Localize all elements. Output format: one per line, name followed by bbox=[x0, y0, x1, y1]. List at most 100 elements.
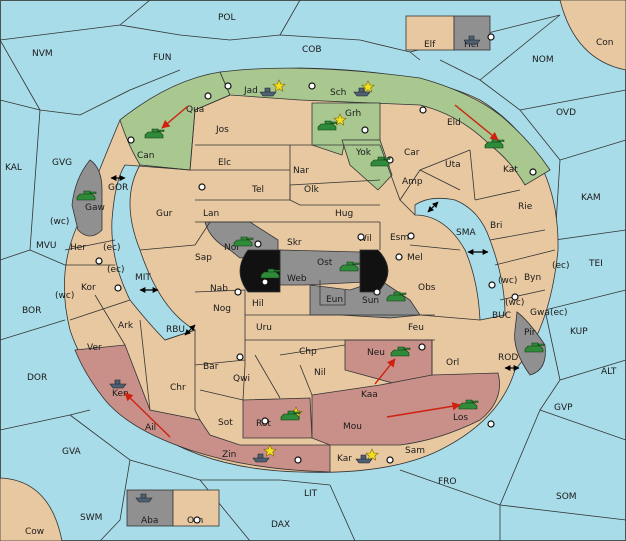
label-orl: Orl bbox=[446, 358, 459, 368]
label-kat: Kat bbox=[503, 165, 518, 175]
label-ail: Ail bbox=[145, 423, 156, 433]
label-zin: Zin bbox=[222, 450, 236, 460]
supply-center-icon bbox=[95, 257, 103, 265]
label-grh: Grh bbox=[345, 109, 361, 119]
supply-center-icon bbox=[193, 516, 201, 524]
move-order-arrow bbox=[386, 402, 461, 418]
fleet-icon bbox=[109, 35, 481, 503]
label-gaw: Gaw bbox=[85, 203, 105, 213]
label-amp: Amp bbox=[402, 177, 423, 187]
label-can: Can bbox=[137, 151, 155, 161]
label-gwa-wc: (wc) bbox=[505, 298, 524, 308]
label-feu: Feu bbox=[408, 323, 424, 333]
label-wil: Wil bbox=[358, 234, 372, 244]
supply-center-icon bbox=[407, 232, 415, 240]
label-nor: Nor bbox=[224, 243, 240, 253]
label-nab: Nab bbox=[210, 284, 228, 294]
label-nog: Nog bbox=[213, 304, 231, 314]
move-order-arrow bbox=[124, 392, 171, 438]
label-gur: Gur bbox=[156, 209, 173, 219]
move-order-arrow bbox=[454, 104, 499, 141]
label-qua: Qua bbox=[186, 105, 204, 115]
label-sam: Sam bbox=[405, 446, 425, 456]
label-web: Web bbox=[287, 274, 307, 284]
label-bor: BOR bbox=[22, 306, 41, 316]
units bbox=[76, 35, 545, 503]
island-elf-hel[interactable] bbox=[405, 15, 491, 51]
label-hug: Hug bbox=[335, 209, 353, 219]
label-byn-ec: (ec) bbox=[552, 261, 570, 271]
label-fun: FUN bbox=[153, 53, 172, 63]
label-elc: Elc bbox=[218, 158, 231, 168]
label-kup: KUP bbox=[570, 327, 588, 337]
supply-center-icon bbox=[418, 343, 426, 351]
label-cob: COB bbox=[302, 45, 322, 55]
label-con: Con bbox=[596, 38, 614, 48]
straits bbox=[110, 175, 520, 371]
label-tel: Tel bbox=[251, 185, 264, 195]
label-mvu: MVU bbox=[36, 241, 57, 251]
sea-sma bbox=[414, 197, 506, 321]
province-pir[interactable] bbox=[514, 311, 546, 376]
label-car: Car bbox=[404, 148, 420, 158]
label-mou: Mou bbox=[343, 422, 362, 432]
label-ost: Ost bbox=[317, 258, 333, 268]
double-arrow-icon bbox=[427, 201, 439, 213]
label-esm: Esm bbox=[390, 233, 409, 243]
label-nar: Nar bbox=[293, 166, 309, 176]
label-bri: Bri bbox=[490, 221, 502, 231]
label-buc: BUC bbox=[492, 311, 511, 321]
region-green-north[interactable] bbox=[219, 67, 551, 186]
label-alt: ALT bbox=[601, 367, 617, 377]
label-her: Her bbox=[70, 243, 86, 253]
label-kal: KAL bbox=[5, 163, 22, 173]
label-rod: ROD bbox=[498, 353, 518, 363]
supply-center-icon bbox=[487, 420, 495, 428]
label-gva: GVA bbox=[62, 447, 82, 457]
region-green-yok[interactable] bbox=[341, 139, 393, 191]
label-dor: DOR bbox=[27, 373, 47, 383]
label-eld: Eld bbox=[447, 118, 461, 128]
double-arrow-icon bbox=[184, 324, 196, 336]
label-ovd: OVD bbox=[556, 108, 576, 118]
home-star-icon bbox=[272, 79, 286, 92]
province-labels: POL NVM FUN COB NOM Con Elf Hel OVD KAL … bbox=[5, 13, 617, 537]
supply-center-icon bbox=[261, 278, 269, 286]
label-sot: Sot bbox=[218, 418, 233, 428]
supply-center-icon bbox=[204, 92, 212, 100]
home-star-icon bbox=[361, 80, 375, 93]
move-order-arrow bbox=[161, 105, 189, 129]
label-mit: MIT bbox=[135, 273, 151, 283]
supply-center-icon bbox=[308, 82, 316, 90]
supply-center-icon bbox=[294, 456, 302, 464]
label-swm: SWM bbox=[80, 513, 102, 523]
label-yok: Yok bbox=[355, 148, 372, 158]
label-ark: Ark bbox=[118, 321, 134, 331]
supply-center-icon bbox=[254, 240, 262, 248]
region-red-southeast[interactable] bbox=[311, 372, 500, 446]
tunnel-west bbox=[239, 249, 281, 293]
label-gwa-ec: (ec) bbox=[550, 308, 568, 318]
label-som: SOM bbox=[556, 492, 577, 502]
region-red-south[interactable] bbox=[74, 344, 331, 473]
label-kam: KAM bbox=[581, 193, 601, 203]
region-red-rot[interactable] bbox=[242, 397, 313, 439]
supply-centers bbox=[95, 33, 537, 524]
label-her-ec: (ec) bbox=[103, 243, 121, 253]
label-nom: NOM bbox=[532, 55, 554, 65]
label-aba: Aba bbox=[141, 516, 158, 526]
supply-center-icon bbox=[395, 253, 403, 261]
label-kaa: Kaa bbox=[361, 390, 378, 400]
label-qwi: Qwi bbox=[233, 374, 250, 384]
move-order-arrow bbox=[374, 358, 396, 385]
continent bbox=[63, 67, 559, 473]
label-kor-ec: (ec) bbox=[107, 265, 125, 275]
label-byn: Byn bbox=[524, 273, 541, 283]
label-eun: Eun bbox=[326, 295, 343, 305]
supply-center-icon bbox=[114, 284, 122, 292]
label-gvp: GVP bbox=[554, 403, 573, 413]
label-uru: Uru bbox=[256, 323, 272, 333]
label-ken: Ken bbox=[112, 389, 129, 399]
label-hel: Hel bbox=[464, 40, 479, 50]
